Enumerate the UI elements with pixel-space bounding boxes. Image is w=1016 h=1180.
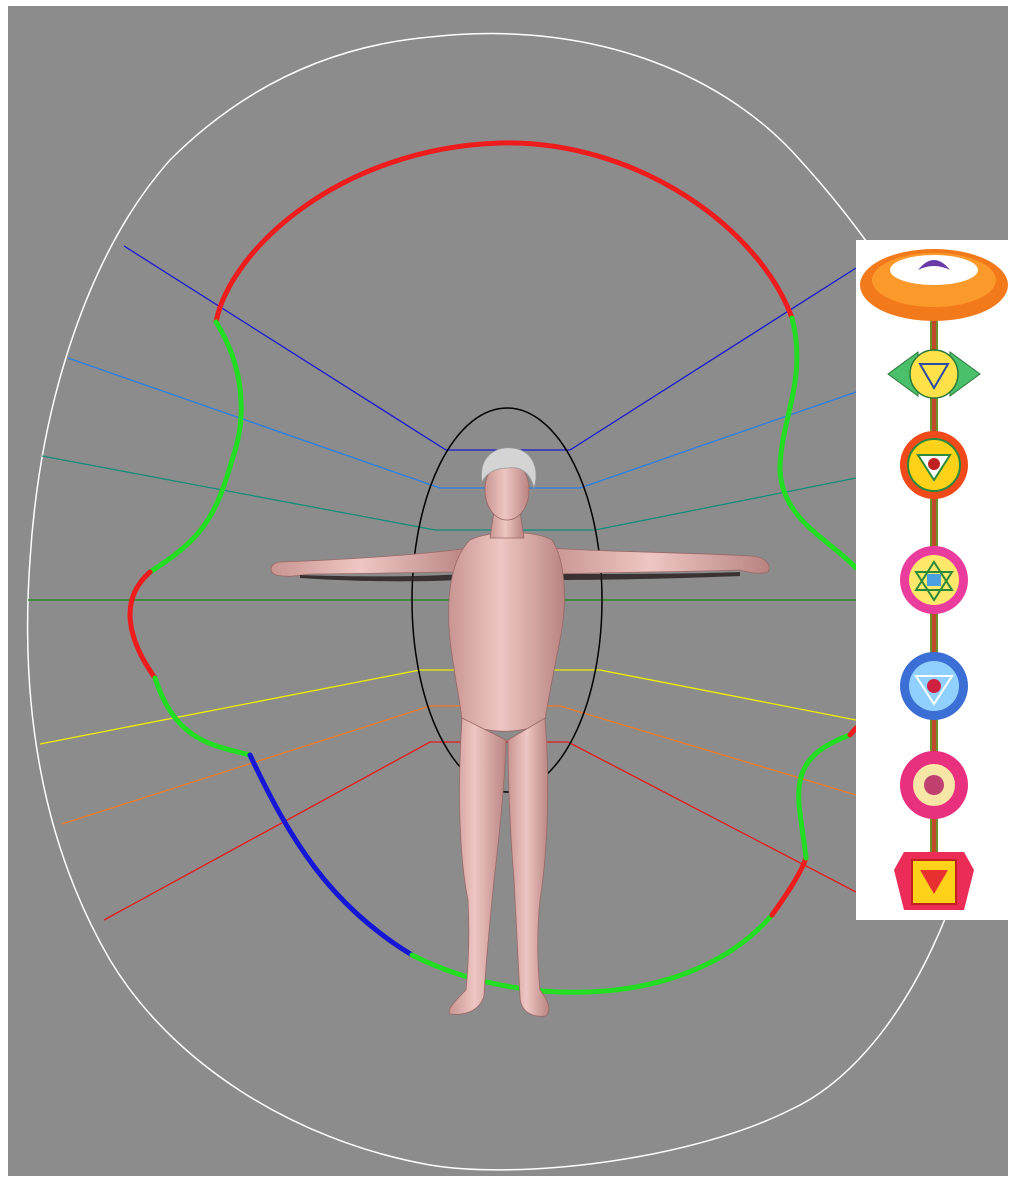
heart-chakra-icon (900, 546, 968, 614)
chakra-symbols (856, 240, 1010, 920)
throat-chakra-icon (900, 431, 968, 499)
solar-plexus-chakra-icon (900, 652, 968, 720)
crown-chakra-icon (860, 249, 1008, 321)
root-chakra-icon (894, 852, 974, 910)
third-eye-chakra-icon (888, 350, 980, 398)
sacral-chakra-icon (900, 751, 968, 819)
chakra-column (856, 240, 1010, 920)
torso (449, 533, 565, 732)
